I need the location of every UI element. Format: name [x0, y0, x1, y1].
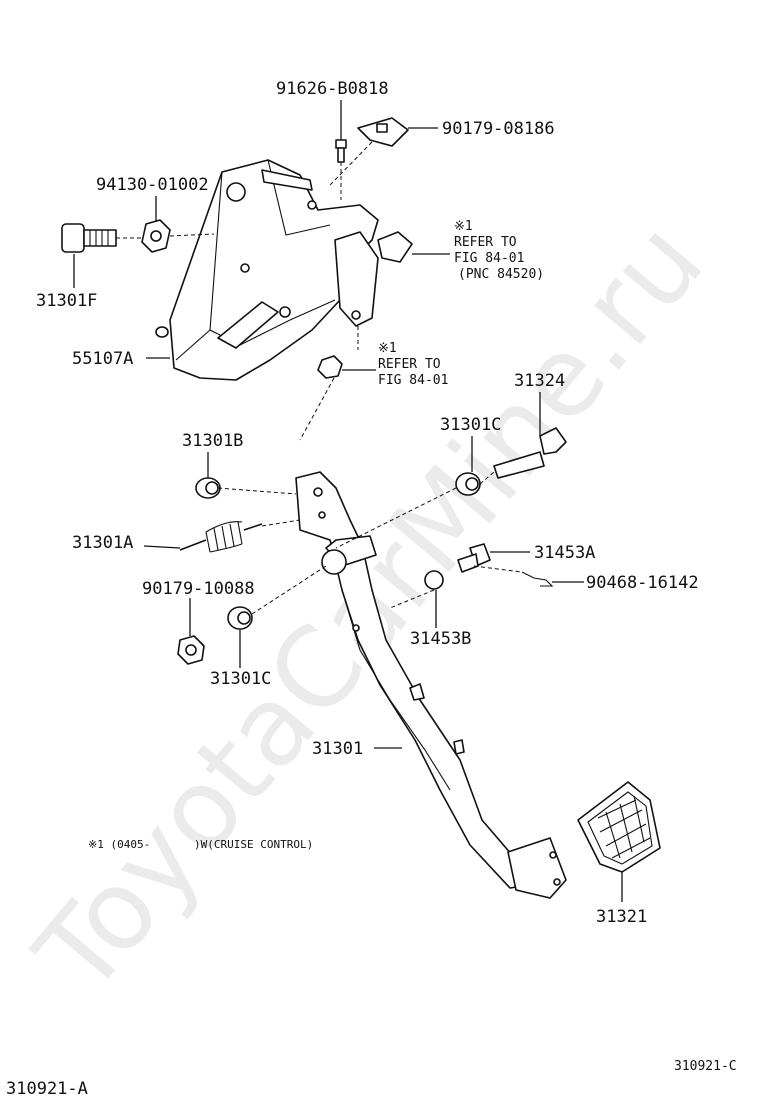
pin-90468-drawing: [521, 571, 554, 587]
bushing-31301C-bottom-drawing: [227, 606, 253, 630]
bolt-31301F-drawing: [61, 223, 117, 253]
diagram-code-left: 310921-A: [6, 1079, 88, 1099]
note1-line2: FIG 84-01: [454, 251, 524, 266]
bolt-31453A-drawing: [457, 543, 491, 573]
label-91626-B0818: 91626-B0818: [276, 79, 389, 99]
nut-90179-10088-drawing: [177, 635, 205, 665]
label-31324: 31324: [514, 371, 565, 391]
note2-line1: REFER TO: [378, 357, 441, 372]
label-90468-16142: 90468-16142: [586, 573, 699, 593]
label-31321: 31321: [596, 907, 647, 927]
note1-line3: (PNC 84520): [458, 267, 544, 282]
label-31301C-top: 31301C: [440, 415, 501, 435]
label-31301C-bottom: 31301C: [210, 669, 271, 689]
assembly-lines: [116, 141, 523, 615]
bushing-31301C-top-drawing: [455, 472, 481, 496]
pedal-pad-drawing: [577, 781, 661, 873]
label-31301B: 31301B: [182, 431, 243, 451]
clip-nut-90179-08186-drawing: [357, 117, 409, 147]
note2-mark: ※1: [378, 341, 397, 356]
bolt-31324-drawing: [493, 427, 567, 479]
label-31301: 31301: [312, 739, 363, 759]
bushing-31453B-drawing: [424, 570, 444, 590]
label-55107A: 55107A: [72, 349, 133, 369]
label-31301F: 31301F: [36, 291, 97, 311]
pedal-bracket-drawing: [155, 159, 413, 381]
bushing-31301B-drawing: [195, 477, 221, 499]
label-90179-10088: 90179-10088: [142, 579, 255, 599]
pedal-arm-drawing: [295, 471, 567, 899]
diagram-code-right: 310921-C: [674, 1059, 737, 1074]
note1-mark: ※1: [454, 219, 473, 234]
footnote-part-a: ※1 (0405-: [88, 838, 150, 851]
small-nut-drawing: [317, 355, 343, 379]
label-31301A: 31301A: [72, 533, 133, 553]
bolt-91626-drawing: [335, 139, 347, 163]
leader-lines: [73, 100, 623, 902]
footnote-part-b: )W(CRUISE CONTROL): [194, 838, 313, 851]
nut-94130-drawing: [141, 219, 171, 253]
note1-line1: REFER TO: [454, 235, 517, 250]
label-31453B: 31453B: [410, 629, 471, 649]
spring-31301A-drawing: [179, 521, 263, 553]
label-31453A: 31453A: [534, 543, 595, 563]
label-90179-08186: 90179-08186: [442, 119, 555, 139]
note2-line2: FIG 84-01: [378, 373, 448, 388]
label-94130-01002: 94130-01002: [96, 175, 209, 195]
